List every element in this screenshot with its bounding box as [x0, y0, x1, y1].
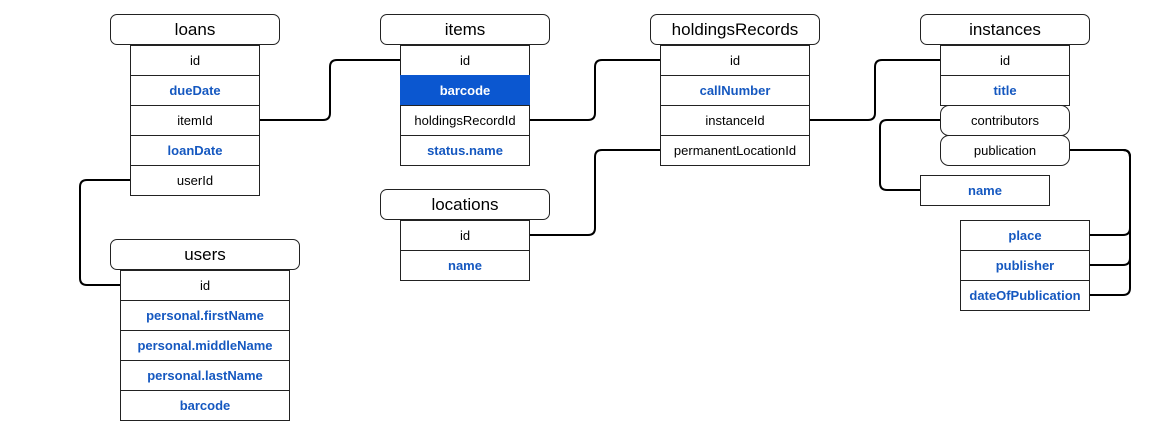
field-instances-contributors[interactable]: contributors [940, 105, 1070, 136]
field-items-holdingsRecordId[interactable]: holdingsRecordId [400, 105, 530, 136]
field-users-middleName[interactable]: personal.middleName [120, 330, 290, 361]
field-holdings-permanentLocationId[interactable]: permanentLocationId [660, 135, 810, 166]
link-publication-dateOfPublication [1069, 149, 1131, 296]
field-publication-place[interactable]: place [960, 220, 1090, 251]
link-holdings-instanceId-instances-id [809, 59, 941, 121]
link-loans-itemId-items-id [259, 59, 401, 121]
field-users-lastName[interactable]: personal.lastName [120, 360, 290, 391]
field-holdings-instanceId[interactable]: instanceId [660, 105, 810, 136]
table-title-users[interactable]: users [110, 239, 300, 270]
field-publication-publisher[interactable]: publisher [960, 250, 1090, 281]
field-instances-title[interactable]: title [940, 75, 1070, 106]
field-loans-dueDate[interactable]: dueDate [130, 75, 260, 106]
link-holdings-permanentLocationId-locations-id [529, 149, 661, 236]
field-loans-id[interactable]: id [130, 45, 260, 76]
field-holdings-id[interactable]: id [660, 45, 810, 76]
field-instances-id[interactable]: id [940, 45, 1070, 76]
field-users-barcode[interactable]: barcode [120, 390, 290, 421]
field-locations-id[interactable]: id [400, 220, 530, 251]
table-title-loans[interactable]: loans [110, 14, 280, 45]
field-users-id[interactable]: id [120, 270, 290, 301]
table-title-holdingsRecords[interactable]: holdingsRecords [650, 14, 820, 45]
field-loans-itemId[interactable]: itemId [130, 105, 260, 136]
link-instances-contributors-name [879, 119, 941, 191]
link-loans-userId-users-id [79, 179, 131, 286]
field-items-id[interactable]: id [400, 45, 530, 76]
table-title-instances[interactable]: instances [920, 14, 1090, 45]
table-title-items[interactable]: items [380, 14, 550, 45]
field-items-barcode[interactable]: barcode [400, 75, 530, 106]
field-contributors-name[interactable]: name [920, 175, 1050, 206]
field-publication-dateOfPublication[interactable]: dateOfPublication [960, 280, 1090, 311]
field-users-firstName[interactable]: personal.firstName [120, 300, 290, 331]
field-loans-loanDate[interactable]: loanDate [130, 135, 260, 166]
link-items-holdingsRecordId-holdings-id [529, 59, 661, 121]
field-loans-userId[interactable]: userId [130, 165, 260, 196]
field-instances-publication[interactable]: publication [940, 135, 1070, 166]
table-title-locations[interactable]: locations [380, 189, 550, 220]
field-items-status-name[interactable]: status.name [400, 135, 530, 166]
field-holdings-callNumber[interactable]: callNumber [660, 75, 810, 106]
field-locations-name[interactable]: name [400, 250, 530, 281]
